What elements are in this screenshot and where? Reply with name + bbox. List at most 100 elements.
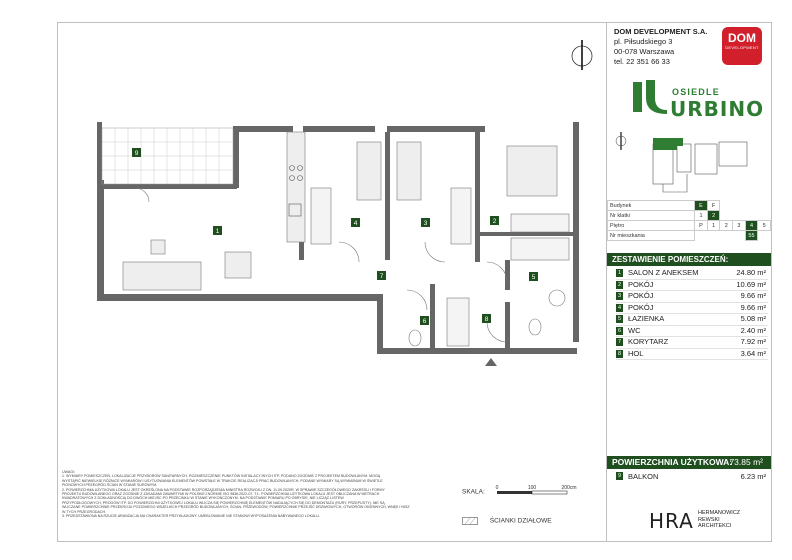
room-number: 8 — [616, 349, 623, 358]
plan-label-4: 4 — [354, 220, 358, 227]
room-row: 7 KORYTARZ 7.92 m² — [616, 337, 768, 349]
notes-line: W TYCH PRZEGRODACH. — [62, 509, 107, 514]
drawing-sheet — [57, 22, 772, 542]
usable-area-heading: POWIERZCHNIA UŻYTKOWA: 73.85 m² — [607, 456, 771, 469]
brand-osiedle: OSIEDLE — [672, 87, 720, 97]
location-table: Budynek E F Nr klatki 1 2 Piętro P 1 2 3… — [606, 200, 771, 241]
mieszkanie-label: Nr mieszkania — [606, 230, 696, 241]
notes-line: WYSTĄPIĆ NIEWIELKIE RÓŻNICE WYMIARÓW I U… — [62, 478, 383, 483]
room-number: 1 — [616, 269, 623, 277]
room-number: 4 — [616, 303, 623, 312]
scale-bar-graphic: 0 100 200cm — [495, 485, 576, 495]
plan-label-2: 2 — [493, 218, 497, 225]
room-name: POKÓJ — [628, 302, 654, 312]
company-name: DOM DEVELOPMENT S.A. — [614, 27, 708, 36]
notes-title: UWAGI: — [62, 470, 76, 474]
room-number: 5 — [616, 315, 623, 323]
room-row: 5 ŁAZIENKA 5.08 m² — [616, 314, 768, 326]
key-plan — [615, 132, 748, 193]
north-arrow-icon — [571, 40, 593, 70]
notes-line: PROJEKTU BUDOWLANEGO ORAZ ZGODNIE Z ZASA… — [62, 492, 380, 497]
room-name: POKÓJ — [628, 291, 654, 300]
notes-line: KWADRATOWYCH Z DOKŁADNOŚCIĄ DO DWÓCH MIE… — [62, 496, 344, 501]
mieszkanie-number: 55 — [744, 230, 759, 241]
room-name: HOL — [628, 348, 644, 358]
rooms-heading: ZESTAWIENIE POMIESZCZEŃ: — [607, 253, 771, 266]
pietro-p: P — [694, 220, 708, 231]
plan-label-3: 3 — [424, 220, 428, 227]
scale-label: SKALA: — [462, 488, 485, 496]
budynek-label: Budynek — [606, 200, 696, 211]
company-street: pl. Piłsudskiego 3 — [614, 37, 673, 46]
dom-logo-text: DOM — [728, 31, 756, 45]
room-name: SALON Z ANEKSEM — [628, 268, 699, 277]
architect-line-3: ARCHITEKCI — [698, 523, 732, 529]
room-number: 3 — [616, 292, 623, 300]
plan-label-9: 9 — [135, 150, 139, 157]
room-area: 10.69 m² — [736, 279, 766, 289]
plan-label-5: 5 — [532, 274, 536, 281]
scale-bar: SKALA: 0 100 200cm — [462, 485, 597, 499]
room-row: 4 POKÓJ 9.66 m² — [616, 302, 768, 314]
room-area: 24.80 m² — [736, 268, 766, 277]
scale-tick-100: 100 — [527, 485, 536, 491]
notes-line: 1. WYMIARY POMIESZCZEŃ, LOKALIZACJE PRZY… — [62, 474, 381, 479]
klatka-2: 2 — [706, 210, 721, 221]
plan-label-1: 1 — [216, 228, 220, 235]
balcony-number: 9 — [616, 472, 623, 480]
room-area: 3.64 m² — [740, 348, 766, 358]
room-area: 9.66 m² — [740, 302, 766, 312]
usable-area-value: 73.85 m² — [729, 457, 763, 467]
room-name: ŁAZIENKA — [628, 314, 665, 323]
notes-line: PIONOWYCH PRZEGRÓD ŚCIAN W STANIE SUROWY… — [62, 483, 158, 488]
room-area: 7.92 m² — [740, 337, 766, 346]
notes-line: 2. POWIERZCHNIA UŻYTKOWA LOKALU JEST OKR… — [62, 487, 385, 492]
urbino-leaf-icon — [633, 80, 667, 114]
notes-block: UWAGI: 1. WYMIARY POMIESZCZEŃ, LOKALIZAC… — [62, 470, 447, 518]
room-area: 5.08 m² — [740, 314, 766, 323]
balcony-area: 6.23 m² — [740, 472, 766, 481]
balcony-name: BALKON — [628, 472, 659, 481]
klatka-label: Nr klatki — [606, 210, 696, 221]
room-name: WC — [628, 325, 641, 335]
dom-development-logo: DOM DEVELOPMENT — [722, 27, 762, 65]
brand-urbino: URBINO — [670, 97, 765, 121]
room-area: 9.66 m² — [740, 291, 766, 300]
scale-tick-200: 200cm — [561, 485, 576, 491]
architect-names: HERMANOWICZ REWSKI ARCHITEKCI — [698, 510, 740, 530]
plan-label-8: 8 — [485, 316, 489, 323]
company-info: DOM DEVELOPMENT S.A. pl. Piłsudskiego 3 … — [614, 27, 707, 67]
partition-legend: ŚCIANKI DZIAŁOWE — [462, 517, 552, 525]
notes-line: WLICZANE POWIERZCHNIE PRZEKROJU POZIOMEG… — [62, 505, 410, 510]
architect-logo: HRA — [649, 509, 694, 533]
partition-hatch-icon — [462, 517, 478, 525]
budynek-e: E — [694, 200, 708, 211]
notes-line: 3. PRZEDSTAWIONA NA RZUCIE ARANŻACJA MA … — [62, 514, 320, 519]
room-number: 6 — [616, 326, 623, 335]
balcony-row: 9 BALKON 6.23 m² — [616, 471, 768, 482]
pietro-4: 4 — [744, 220, 759, 231]
plan-label-7: 7 — [380, 273, 384, 280]
scale-tick-0: 0 — [495, 485, 498, 491]
room-number: 7 — [616, 338, 623, 346]
room-name: KORYTARZ — [628, 337, 669, 346]
architect-line-2: REWSKI — [698, 516, 720, 523]
dom-logo-sub: DEVELOPMENT — [725, 45, 759, 50]
architect-line-1: HERMANOWICZ — [698, 510, 741, 516]
pietro-3: 3 — [732, 220, 746, 231]
pietro-label: Piętro — [606, 220, 696, 231]
pietro-1: 1 — [706, 220, 721, 231]
room-row: 6 WC 2.40 m² — [616, 325, 768, 337]
partition-label: ŚCIANKI DZIAŁOWE — [489, 517, 552, 525]
usable-area-label: POWIERZCHNIA UŻYTKOWA: — [612, 457, 733, 467]
sheet-divider — [606, 22, 607, 542]
room-row: 1 SALON Z ANEKSEM 24.80 m² — [616, 268, 768, 280]
company-phone: tel. 22 351 66 33 — [614, 57, 670, 66]
room-area: 2.40 m² — [740, 325, 766, 335]
room-row: 8 HOL 3.64 m² — [616, 348, 768, 360]
floor-plan: 1 2 3 4 5 6 7 8 9 — [97, 122, 579, 366]
klatka-1: 1 — [694, 210, 708, 221]
room-number: 2 — [616, 280, 623, 289]
